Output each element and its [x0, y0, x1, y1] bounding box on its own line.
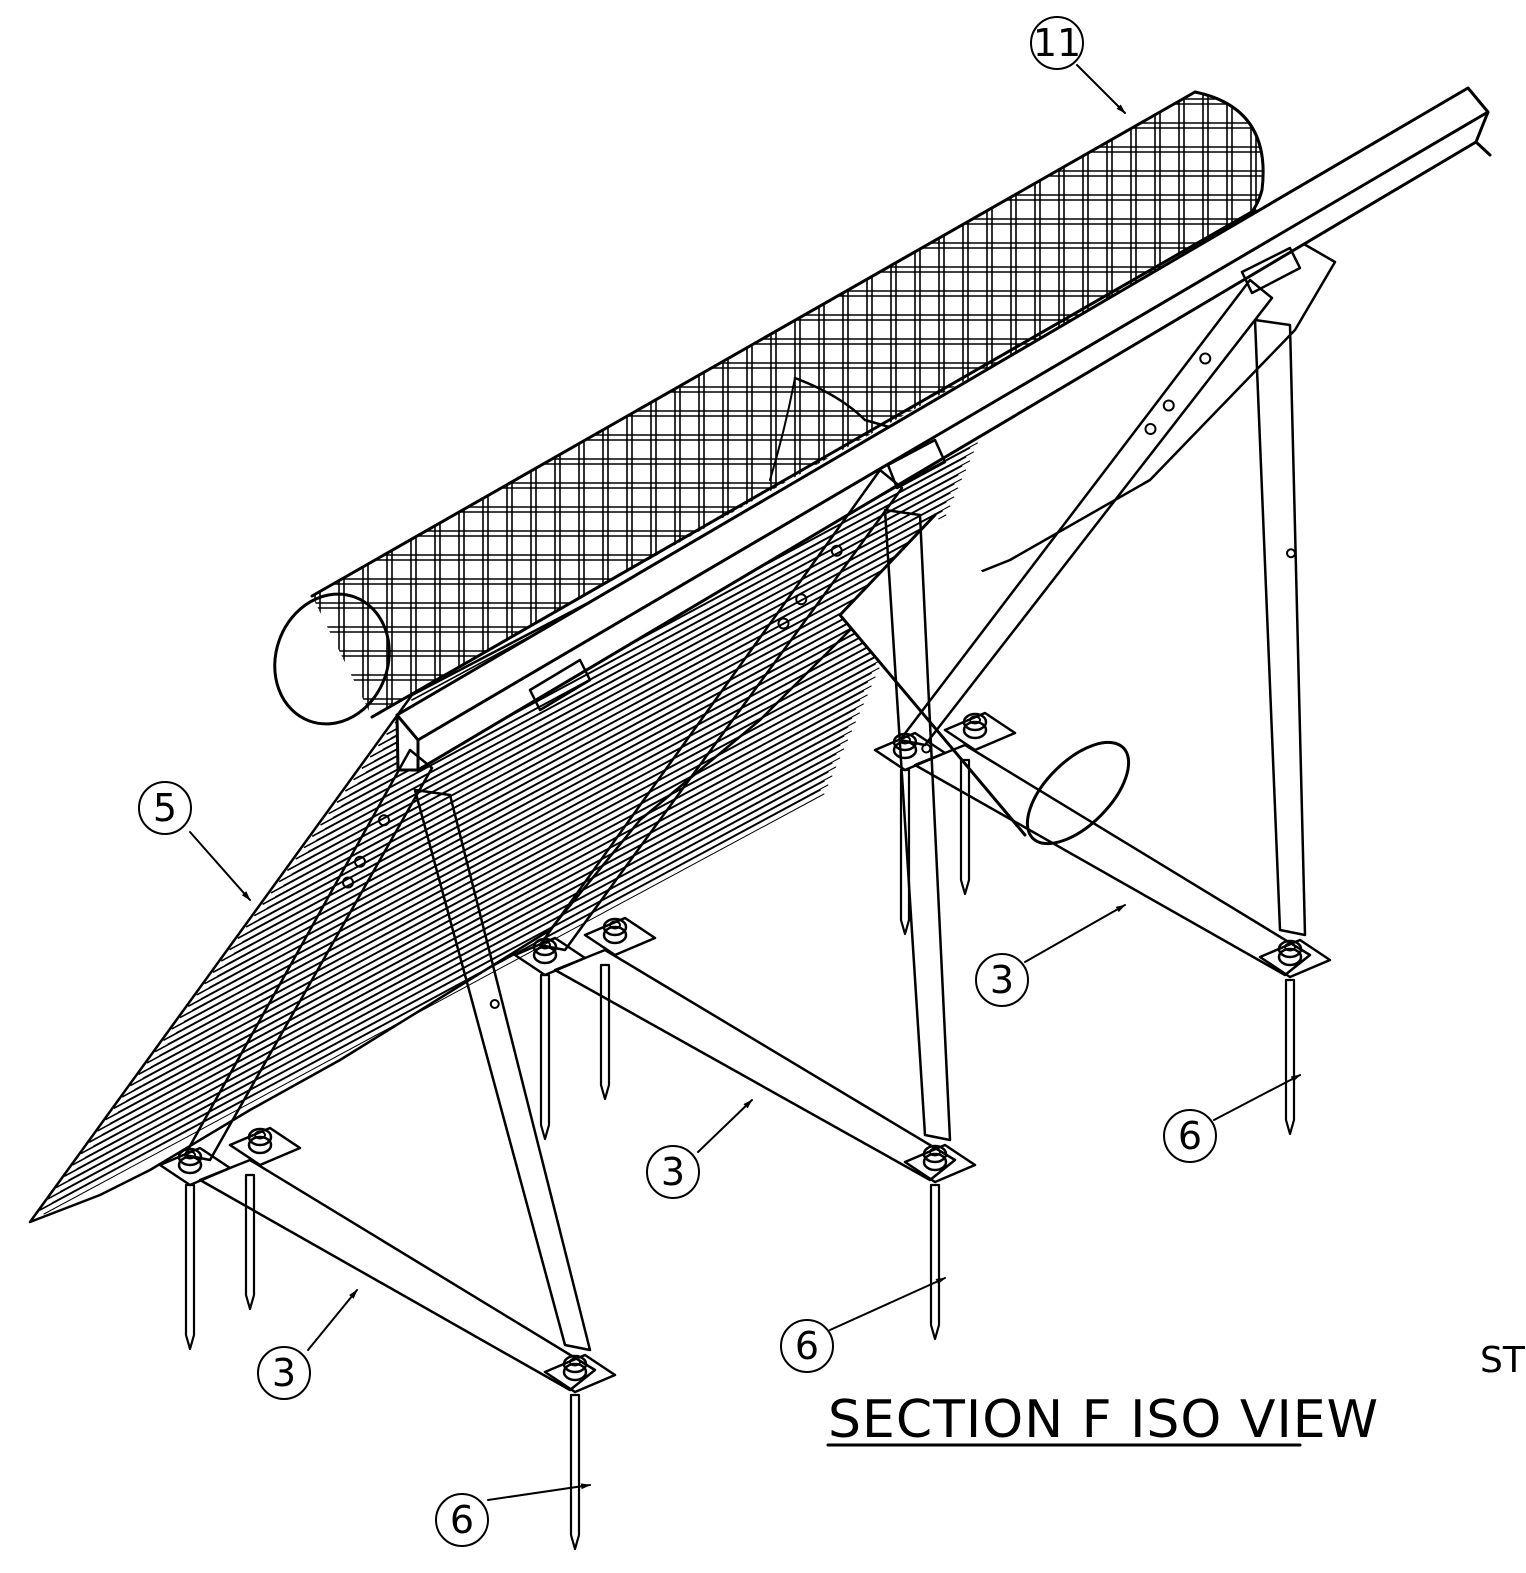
balloon-6-b: 6 — [780, 1319, 834, 1373]
balloon-3-b: 3 — [646, 1145, 700, 1199]
a-frames — [158, 278, 1332, 1551]
leader-lines — [189, 64, 1301, 1501]
balloon-3-a: 3 — [975, 953, 1029, 1007]
balloon-11: 11 — [1030, 16, 1084, 70]
mesh-cylinder — [273, 90, 1265, 726]
drawing-title-block: SECTION F ISO VIEW ST — [826, 1340, 1526, 1450]
sheet-text-fragment: ST — [1480, 1340, 1526, 1381]
balloon-6-c-label: 6 — [450, 1498, 474, 1542]
a-frame-2 — [513, 468, 977, 1341]
a-frame-1 — [158, 748, 617, 1551]
balloon-6-b-label: 6 — [795, 1324, 819, 1368]
balloon-3-c-label: 3 — [272, 1351, 296, 1395]
balloon-5: 5 — [138, 781, 192, 835]
balloon-3-b-label: 3 — [661, 1150, 685, 1194]
balloon-11-label: 11 — [1033, 21, 1081, 65]
balloon-5-label: 5 — [153, 786, 177, 830]
drawing-title: SECTION F ISO VIEW — [828, 1390, 1379, 1450]
a-frame-3 — [873, 278, 1332, 1136]
balloon-6-a-label: 6 — [1178, 1114, 1202, 1158]
balloon-6-c: 6 — [435, 1493, 489, 1547]
balloon-6-a: 6 — [1163, 1109, 1217, 1163]
balloon-3-c: 3 — [257, 1346, 311, 1400]
balloon-3-a-label: 3 — [990, 958, 1014, 1002]
